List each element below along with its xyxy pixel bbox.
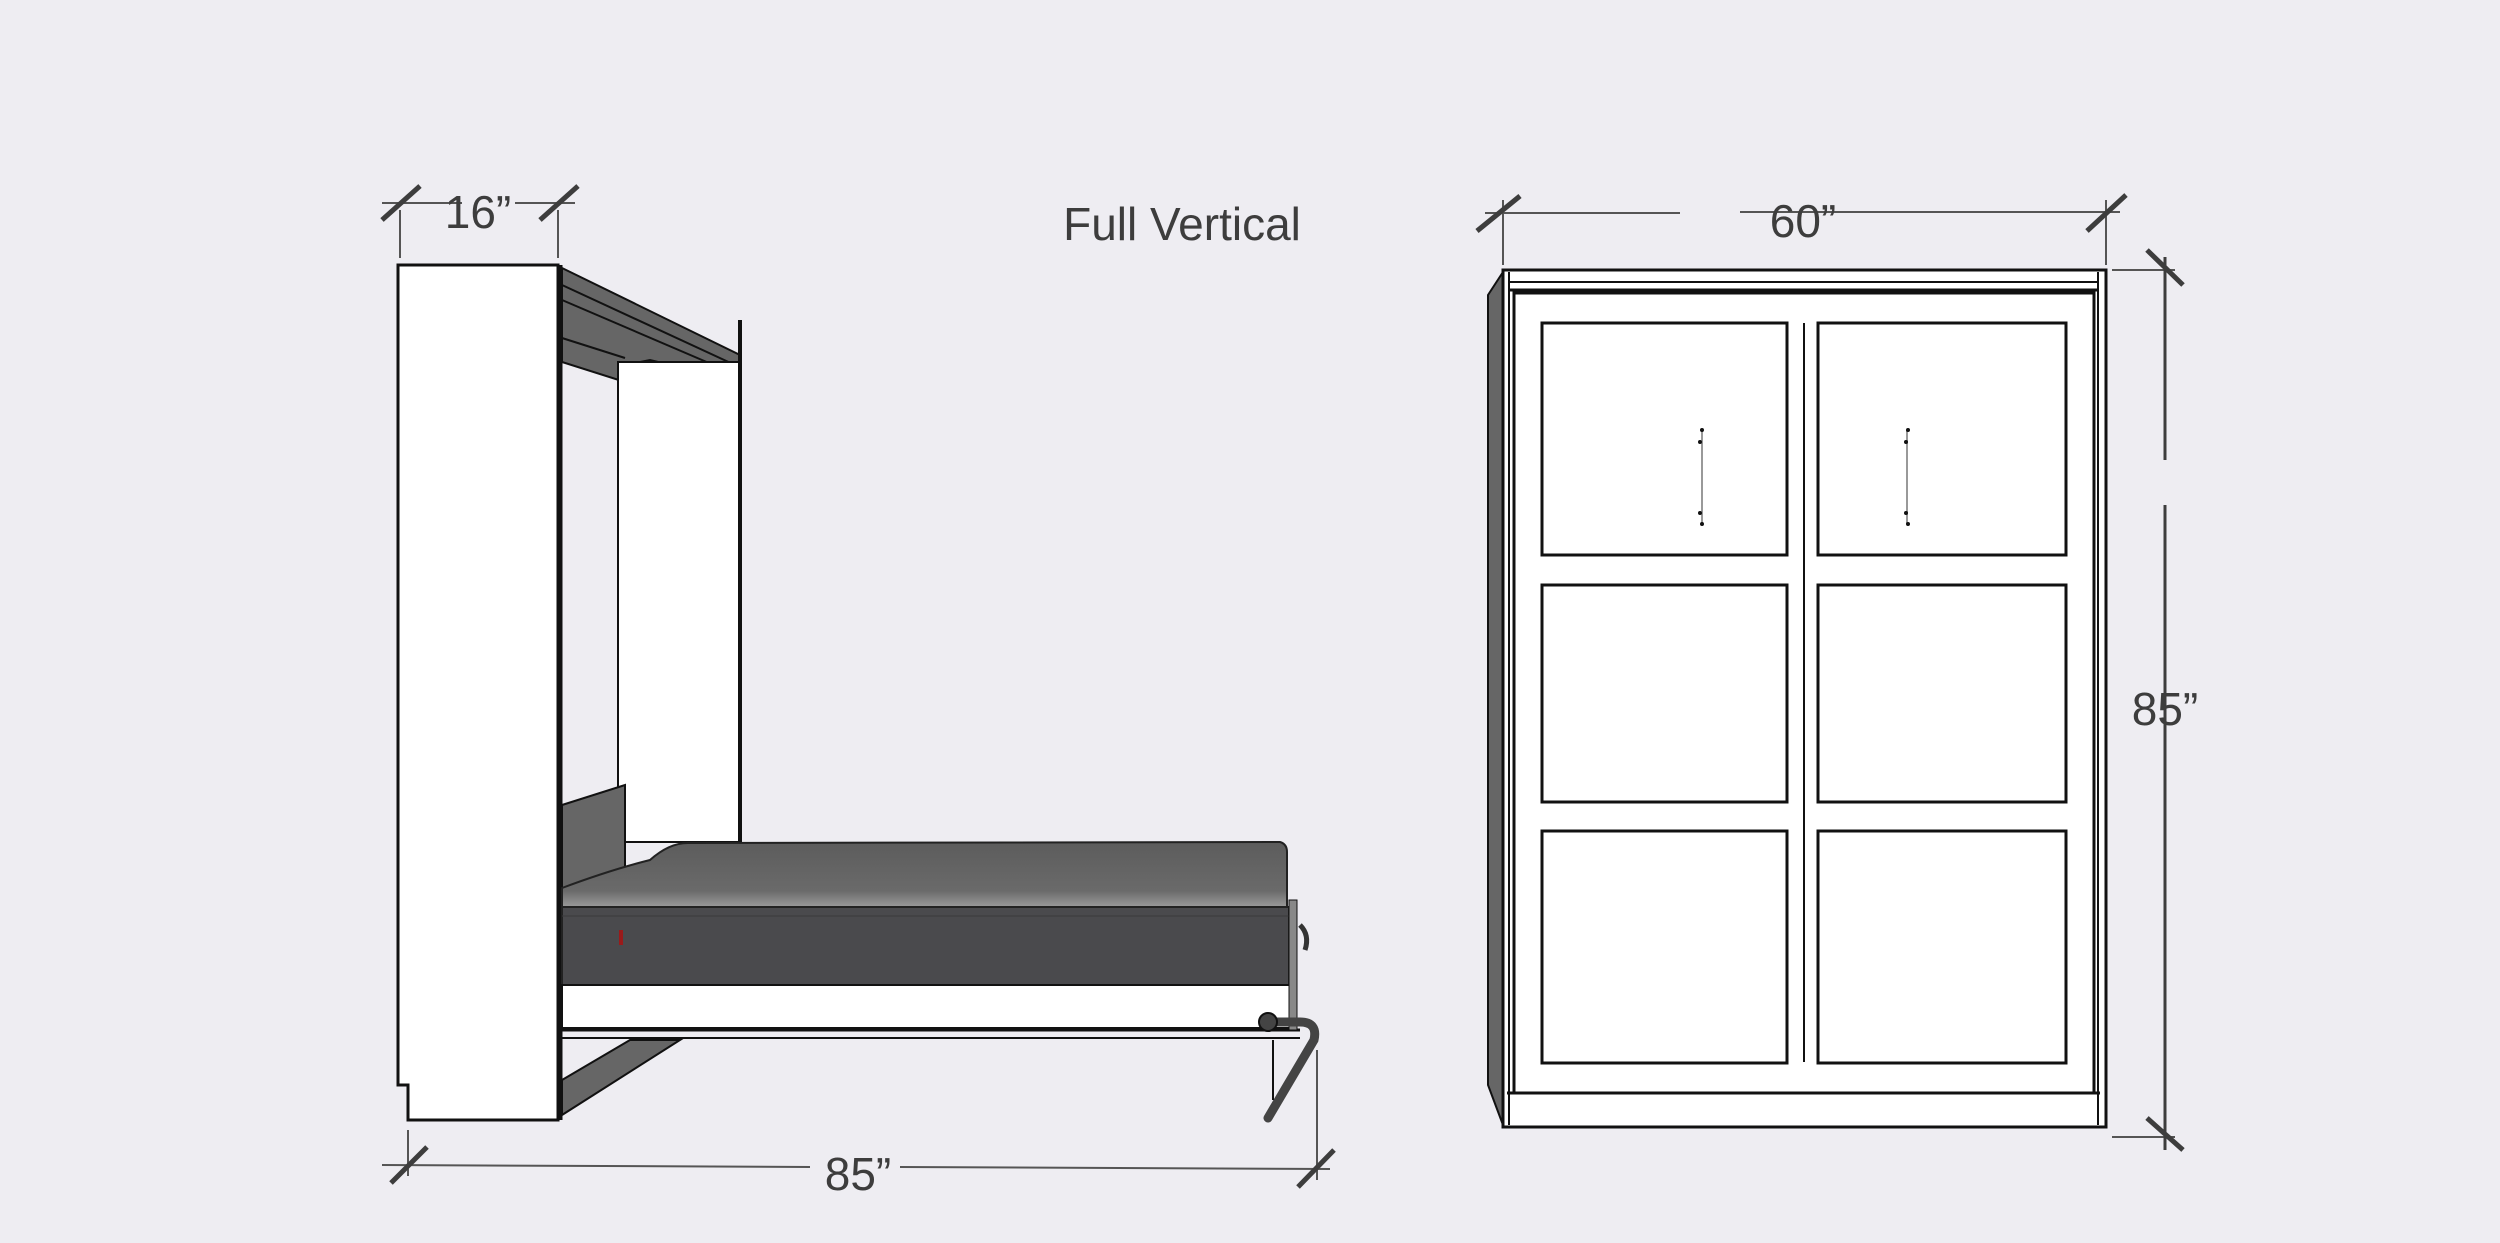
door-panels bbox=[1540, 321, 2068, 1065]
length-label: 85” bbox=[825, 1148, 891, 1200]
folding-leg bbox=[1258, 923, 1320, 1123]
depth-label: 16” bbox=[445, 186, 511, 238]
mattress bbox=[561, 840, 1290, 986]
door-panel bbox=[1816, 321, 2068, 557]
handle-icon[interactable] bbox=[1698, 428, 1704, 526]
cabinet-side-shadow bbox=[1487, 268, 1504, 1126]
length-dimension bbox=[381, 1050, 1336, 1189]
side-view: 16” bbox=[380, 184, 1336, 1200]
diagram-title: Full Vertical bbox=[1063, 198, 1301, 250]
door-panel bbox=[1816, 583, 2068, 804]
width-dimension bbox=[1475, 193, 2128, 265]
cabinet-side-panel bbox=[396, 263, 560, 1122]
bed-frame bbox=[561, 899, 1300, 1039]
depth-dimension bbox=[380, 184, 580, 258]
height-dimension bbox=[2112, 248, 2185, 1152]
handle-icon[interactable] bbox=[1904, 428, 1910, 526]
diagonal-brace bbox=[561, 1039, 684, 1117]
back-panel bbox=[617, 361, 741, 843]
width-label: 60” bbox=[1770, 195, 1836, 247]
door-panel bbox=[1540, 321, 1789, 557]
mattress-tag bbox=[619, 930, 623, 945]
door-panel bbox=[1816, 829, 2068, 1065]
front-view: 60” bbox=[1475, 193, 2198, 1152]
height-label: 85” bbox=[2132, 683, 2198, 735]
door-handles bbox=[1698, 428, 1910, 526]
door-panel bbox=[1540, 829, 1789, 1065]
door-panel bbox=[1540, 583, 1789, 804]
